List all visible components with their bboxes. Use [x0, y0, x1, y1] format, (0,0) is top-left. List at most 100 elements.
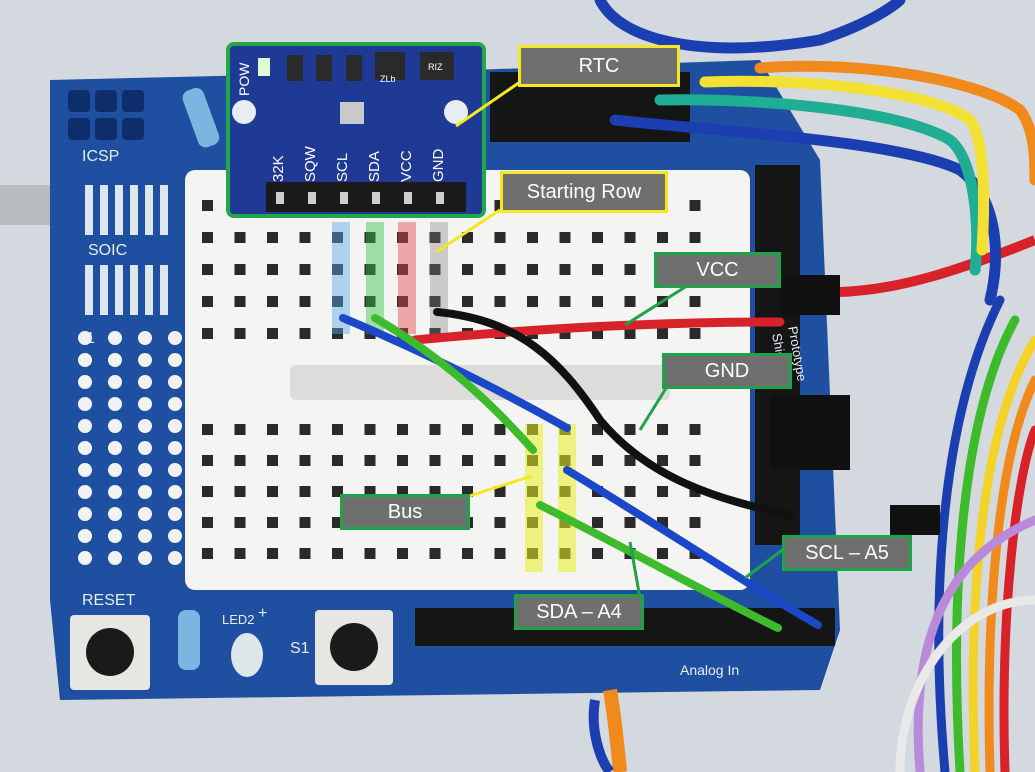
breadboard-hole	[462, 424, 473, 435]
blue-cable-bottom	[588, 699, 615, 772]
breadboard-hole	[429, 455, 441, 466]
breadboard-hole	[397, 424, 408, 435]
breadboard-hole	[624, 296, 636, 307]
breadboard-hole	[592, 296, 603, 307]
breadboard-hole	[299, 517, 311, 528]
proto-hole	[108, 529, 122, 543]
breadboard-hole	[462, 548, 473, 559]
highlight-gnd-column	[430, 222, 448, 334]
breadboard-hole	[267, 296, 278, 307]
breadboard-hole	[494, 486, 506, 497]
breadboard-hole	[267, 424, 278, 435]
top-cables	[594, 0, 1035, 306]
breadboard-hole	[592, 328, 603, 339]
rtc-pin-label-32k: 32K	[270, 155, 287, 182]
proto-hole	[78, 529, 92, 543]
power-led	[258, 58, 270, 76]
highlight-sda-column	[366, 222, 384, 334]
breadboard-hole	[494, 264, 506, 275]
leader-starting-row	[435, 208, 501, 254]
breadboard-hole	[657, 455, 668, 466]
highlight-bus-left	[525, 424, 543, 572]
breadboard-hole	[364, 296, 376, 307]
proto-hole	[78, 419, 92, 433]
gnd-label: GND	[662, 353, 792, 389]
breadboard-hole	[527, 232, 538, 243]
breadboard-hole	[624, 517, 636, 528]
breadboard-hole	[332, 296, 343, 307]
breadboard-hole	[689, 328, 701, 339]
proto-hole	[108, 441, 122, 455]
proto-hole	[168, 463, 182, 477]
breadboard-hole	[267, 232, 278, 243]
silk-reset: RESET	[82, 592, 136, 609]
breadboard-hole	[202, 424, 213, 435]
breadboard-hole	[234, 328, 246, 339]
rtc-crystal	[340, 102, 364, 124]
breadboard-hole	[429, 486, 441, 497]
leader-sda	[628, 541, 642, 599]
breadboard-hole	[559, 264, 571, 275]
breadboard-hole	[234, 232, 246, 243]
proto-hole	[78, 551, 92, 565]
breadboard-hole	[397, 455, 408, 466]
breadboard-hole	[202, 200, 213, 211]
proto-hole	[168, 441, 182, 455]
breadboard-hole	[332, 424, 343, 435]
breadboard-hole	[299, 455, 311, 466]
silk-icsp: ICSP	[82, 148, 120, 165]
proto-hole	[108, 485, 122, 499]
breadboard-hole	[234, 296, 246, 307]
soic-pads	[85, 185, 168, 315]
breadboard-hole	[397, 548, 408, 559]
breadboard-hole	[267, 455, 278, 466]
breadboard-hole	[364, 424, 376, 435]
green-wire-sda-bottom	[536, 501, 782, 632]
breadboard-hole	[462, 486, 473, 497]
leader-rtc	[455, 80, 521, 128]
breadboard-hole	[624, 232, 636, 243]
proto-hole	[168, 507, 182, 521]
breadboard-hole	[624, 328, 636, 339]
breadboard-hole	[429, 232, 441, 243]
breadboard-hole	[364, 548, 376, 559]
silk-one: 1	[86, 330, 95, 347]
breadboard-hole	[657, 424, 668, 435]
highlight-scl-column	[332, 222, 350, 334]
resistor-bottom	[178, 610, 200, 670]
breadboard-hole	[527, 296, 538, 307]
proto-hole	[138, 463, 152, 477]
breadboard-hole	[592, 455, 603, 466]
breadboard-hole	[494, 517, 506, 528]
breadboard-hole	[462, 455, 473, 466]
breadboard-hole	[397, 296, 408, 307]
starting-row-label: Starting Row	[500, 171, 668, 213]
scl-a5-label: SCL – A5	[782, 535, 912, 571]
proto-hole	[138, 529, 152, 543]
rtc-pin-label-scl: SCL	[334, 152, 351, 182]
breadboard-hole	[299, 232, 311, 243]
breadboard-hole	[299, 328, 311, 339]
breadboard-hole	[462, 264, 473, 275]
breadboard-hole	[332, 548, 343, 559]
breadboard-hole	[462, 296, 473, 307]
breadboard-hole	[267, 486, 278, 497]
rtc-pow-text: POW	[236, 62, 252, 96]
breadboard-hole	[494, 296, 506, 307]
leader-bus	[465, 474, 533, 499]
breadboard-hole	[332, 264, 343, 275]
ribbon-cable	[895, 295, 1035, 772]
breadboard-hole	[332, 328, 343, 339]
proto-hole	[108, 397, 122, 411]
proto-hole	[108, 375, 122, 389]
breadboard-hole	[202, 548, 213, 559]
rtc-chip-text-2: RIZ	[428, 62, 443, 72]
rtc-label: RTC	[518, 45, 680, 87]
breadboard-hole	[332, 232, 343, 243]
breadboard-hole	[689, 232, 701, 243]
highlight-bus-right	[558, 424, 576, 572]
proto-hole	[108, 551, 122, 565]
proto-hole	[138, 331, 152, 345]
red-cable-right	[839, 235, 1035, 297]
leader-gnd	[638, 384, 670, 431]
